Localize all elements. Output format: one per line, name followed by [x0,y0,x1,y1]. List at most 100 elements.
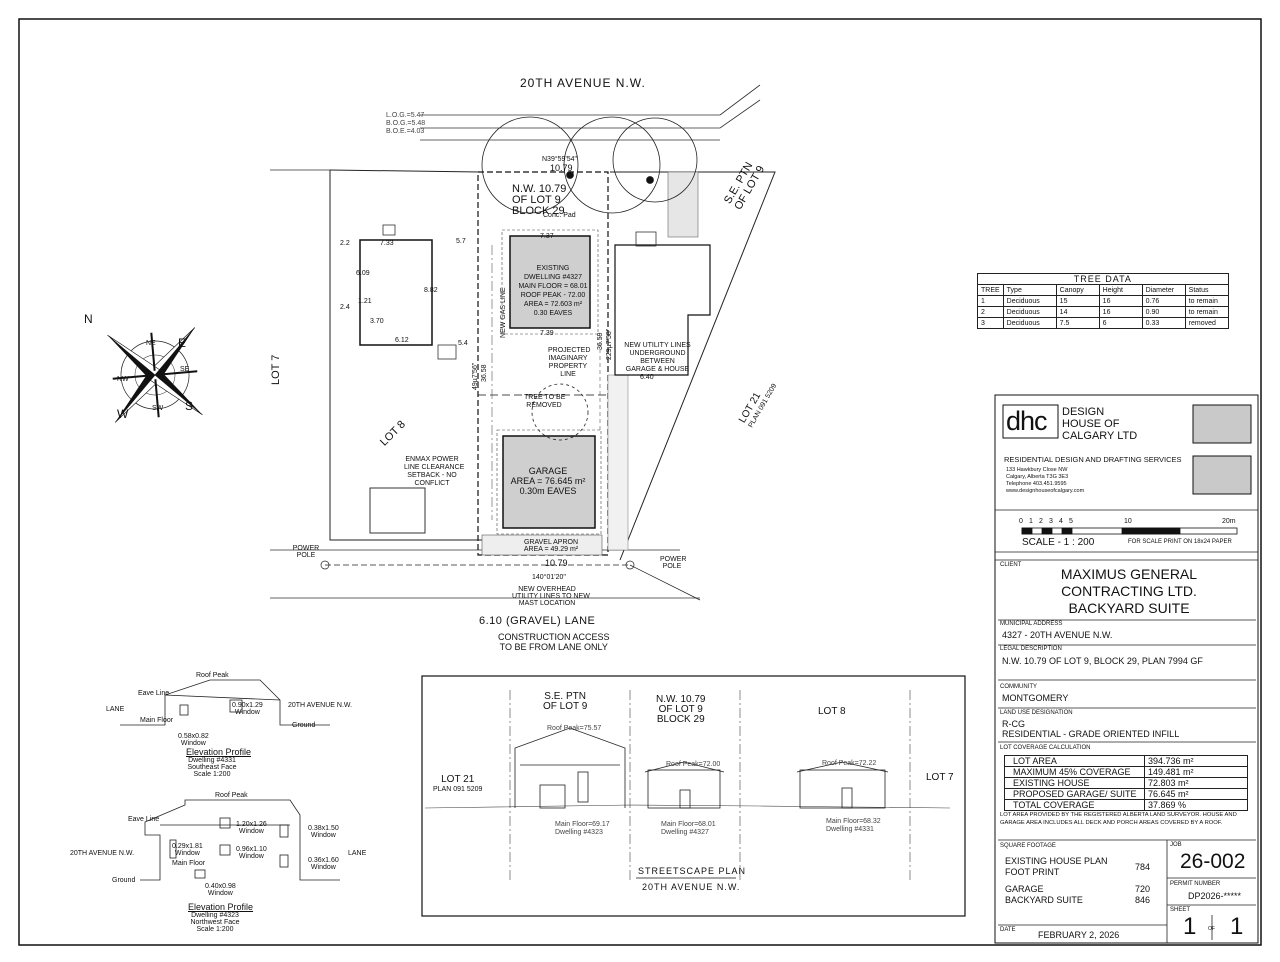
dim-1-21: 1.21 [358,298,372,305]
dhc-logo-box [1002,404,1059,439]
tree-header: TREE [977,284,1004,296]
legal-description: N.W. 10.79 OF LOT 9, BLOCK 29, PLAN 7994… [1002,656,1203,666]
level-log: L.O.G.=5.47 [386,112,425,119]
level-bog: B.O.G.=5.48 [386,120,426,127]
step-shape [635,231,657,247]
tree-header: Status [1184,284,1229,296]
house2-roof: Roof Peak=72.00 [666,761,721,768]
compass-w: W [117,407,129,421]
elev1-lane: LANE [106,706,125,713]
lane-label: 6.10 (GRAVEL) LANE [479,615,596,627]
scale-bar [1021,527,1238,535]
job-number: 26-002 [1180,850,1246,873]
tree-header: Type [1002,284,1057,296]
scale-label: SCALE - 1 : 200 [1022,537,1095,548]
driveway-hatch [667,171,699,238]
tree-header: Height [1098,284,1143,296]
power-pole-left: POWER POLE [292,545,320,559]
elev2-avenue: 20TH AVENUE N.W. [70,850,135,857]
dim-2-4: 2.4 [340,304,350,311]
step-shape-2 [382,224,396,236]
existing-dwelling-label: EXISTING DWELLING #4327 MAIN FLOOR = 68.… [518,265,588,317]
date-label: DATE [1000,927,1016,933]
sept-house-shape [614,244,711,376]
streetscape-house-2 [644,761,725,809]
streetscape-subtitle: 20TH AVENUE N.W. [642,882,741,892]
dim-7-39: 7.39 [540,330,554,337]
titleblock-border [994,394,1259,944]
sheet-total: 1 [1230,913,1244,940]
elev2-lane: LANE [348,850,367,857]
dim-5-7: 5.7 [456,238,466,245]
community-label: COMMUNITY [1000,684,1037,690]
legal-label: LEGAL DESCRIPTION [1000,646,1062,652]
landuse-label: LAND USE DESIGNATION [1000,710,1073,716]
tree-removed-label: TREE TO BE REMOVED [524,394,566,409]
lot7-label: LOT 7 [270,354,282,385]
sheet-border [18,18,1262,946]
compass-nw: NW [117,376,129,383]
gravel-apron [481,534,603,556]
streetscape-lot7: LOT 7 [926,772,954,783]
streetscape-lot8: LOT 8 [818,706,846,717]
elev1-ground: Ground [292,722,316,729]
tree-header: Canopy [1055,284,1100,296]
community: MONTGOMERY [1002,693,1069,703]
streetscape-house-1 [514,727,626,809]
dim-7-33: 7.33 [380,240,394,247]
enmax-label: ENMAX POWER LINE CLEARANCE SETBACK - NO … [404,456,465,487]
sheet-label: SHEET [1170,907,1191,913]
permit-number: DP2026-***** [1188,891,1242,901]
tree-header: Diameter [1141,284,1186,296]
garage-shape [502,435,596,529]
frontage-bottom: 10.79 [545,558,568,568]
company-service: RESIDENTIAL DESIGN AND DRAFTING SERVICES [1004,455,1182,464]
garage-label: GARAGE AREA = 76.645 m² 0.30m EAVES [510,466,586,496]
dim-2-2: 2.2 [340,240,350,247]
elev1-eave: Eave Line [138,690,170,697]
logo-box-1 [1192,404,1252,444]
lot-lines [329,169,776,561]
elev2-title: Elevation Profile [188,902,254,912]
conc-pad-label: Conc. Pad [543,212,576,219]
compass-sw: SW [152,405,164,412]
elev1-avenue: 20TH AVENUE N.W. [288,702,353,709]
bearing-bottom: 140°01'20" [532,574,566,581]
elev1-roof-peak: Roof Peak [196,672,229,679]
coverage-note: LOT AREA PROVIDED BY THE REGISTERED ALBE… [1000,812,1237,826]
lot8-house-shape [359,239,433,346]
dwelling-eaves [501,229,599,335]
dim-5-4: 5.4 [458,340,468,347]
utility-label: NEW UTILITY LINES UNDERGROUND BETWEEN GA… [624,342,691,373]
dim-6-12: 6.12 [395,337,409,344]
elevation-right-sketch [140,799,340,881]
scale-tick-4: 4 [1059,518,1063,525]
step-shape-3 [437,344,457,360]
frontage-top: 10.79 [550,163,573,173]
scale-tick-10: 10 [1124,518,1132,525]
scale-note: FOR SCALE PRINT ON 18x24 PAPER [1128,539,1232,545]
lane-note: CONSTRUCTION ACCESS TO BE FROM LANE ONLY [498,632,610,652]
titleblock-grid [995,509,1258,943]
gravel-apron-label: GRAVEL APRON AREA = 49.29 m² [523,539,579,553]
